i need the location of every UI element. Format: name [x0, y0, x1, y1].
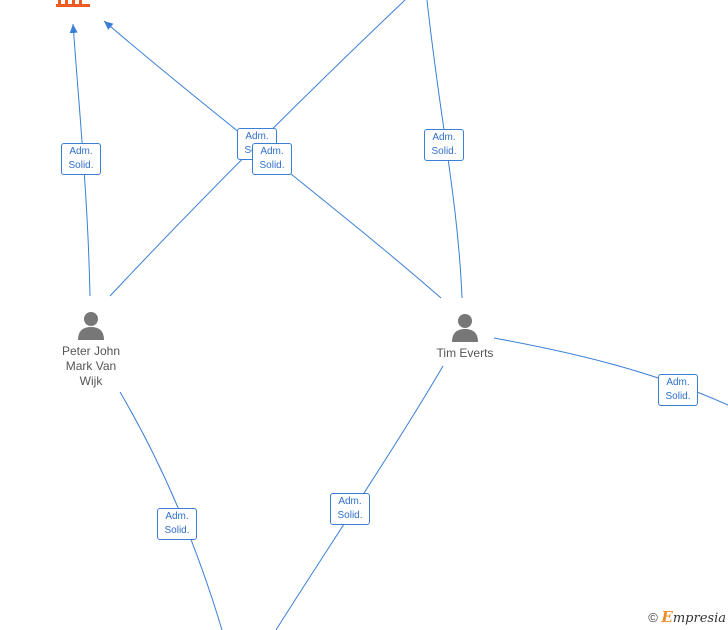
copyright-symbol: ©: [648, 610, 658, 625]
person-node-peter[interactable]: Peter John Mark Van Wijk: [51, 310, 131, 389]
brand-name: mpresia: [672, 611, 726, 626]
relation-label[interactable]: Adm.Solid.: [61, 143, 101, 175]
company-icon[interactable]: [56, 0, 90, 7]
relation-label[interactable]: Adm.Solid.: [252, 143, 292, 175]
relation-label[interactable]: Adm.Solid.: [424, 129, 464, 161]
brand-watermark: © Empresia: [648, 608, 726, 626]
relation-label[interactable]: Adm.Solid.: [658, 374, 698, 406]
brand-logo-initial: E: [661, 608, 673, 626]
relation-label[interactable]: Adm.Solid.: [157, 508, 197, 540]
person-node-tim[interactable]: Tim Everts: [425, 312, 505, 361]
edge-tim-to-right: [493, 337, 728, 406]
relation-label[interactable]: Adm.Solid.: [330, 493, 370, 525]
person-name: Peter John Mark Van Wijk: [61, 344, 121, 388]
person-icon: [452, 314, 478, 342]
edge-peter-to-bottom: [119, 391, 223, 630]
person-icon: [78, 312, 104, 340]
person-name: Tim Everts: [436, 346, 494, 360]
